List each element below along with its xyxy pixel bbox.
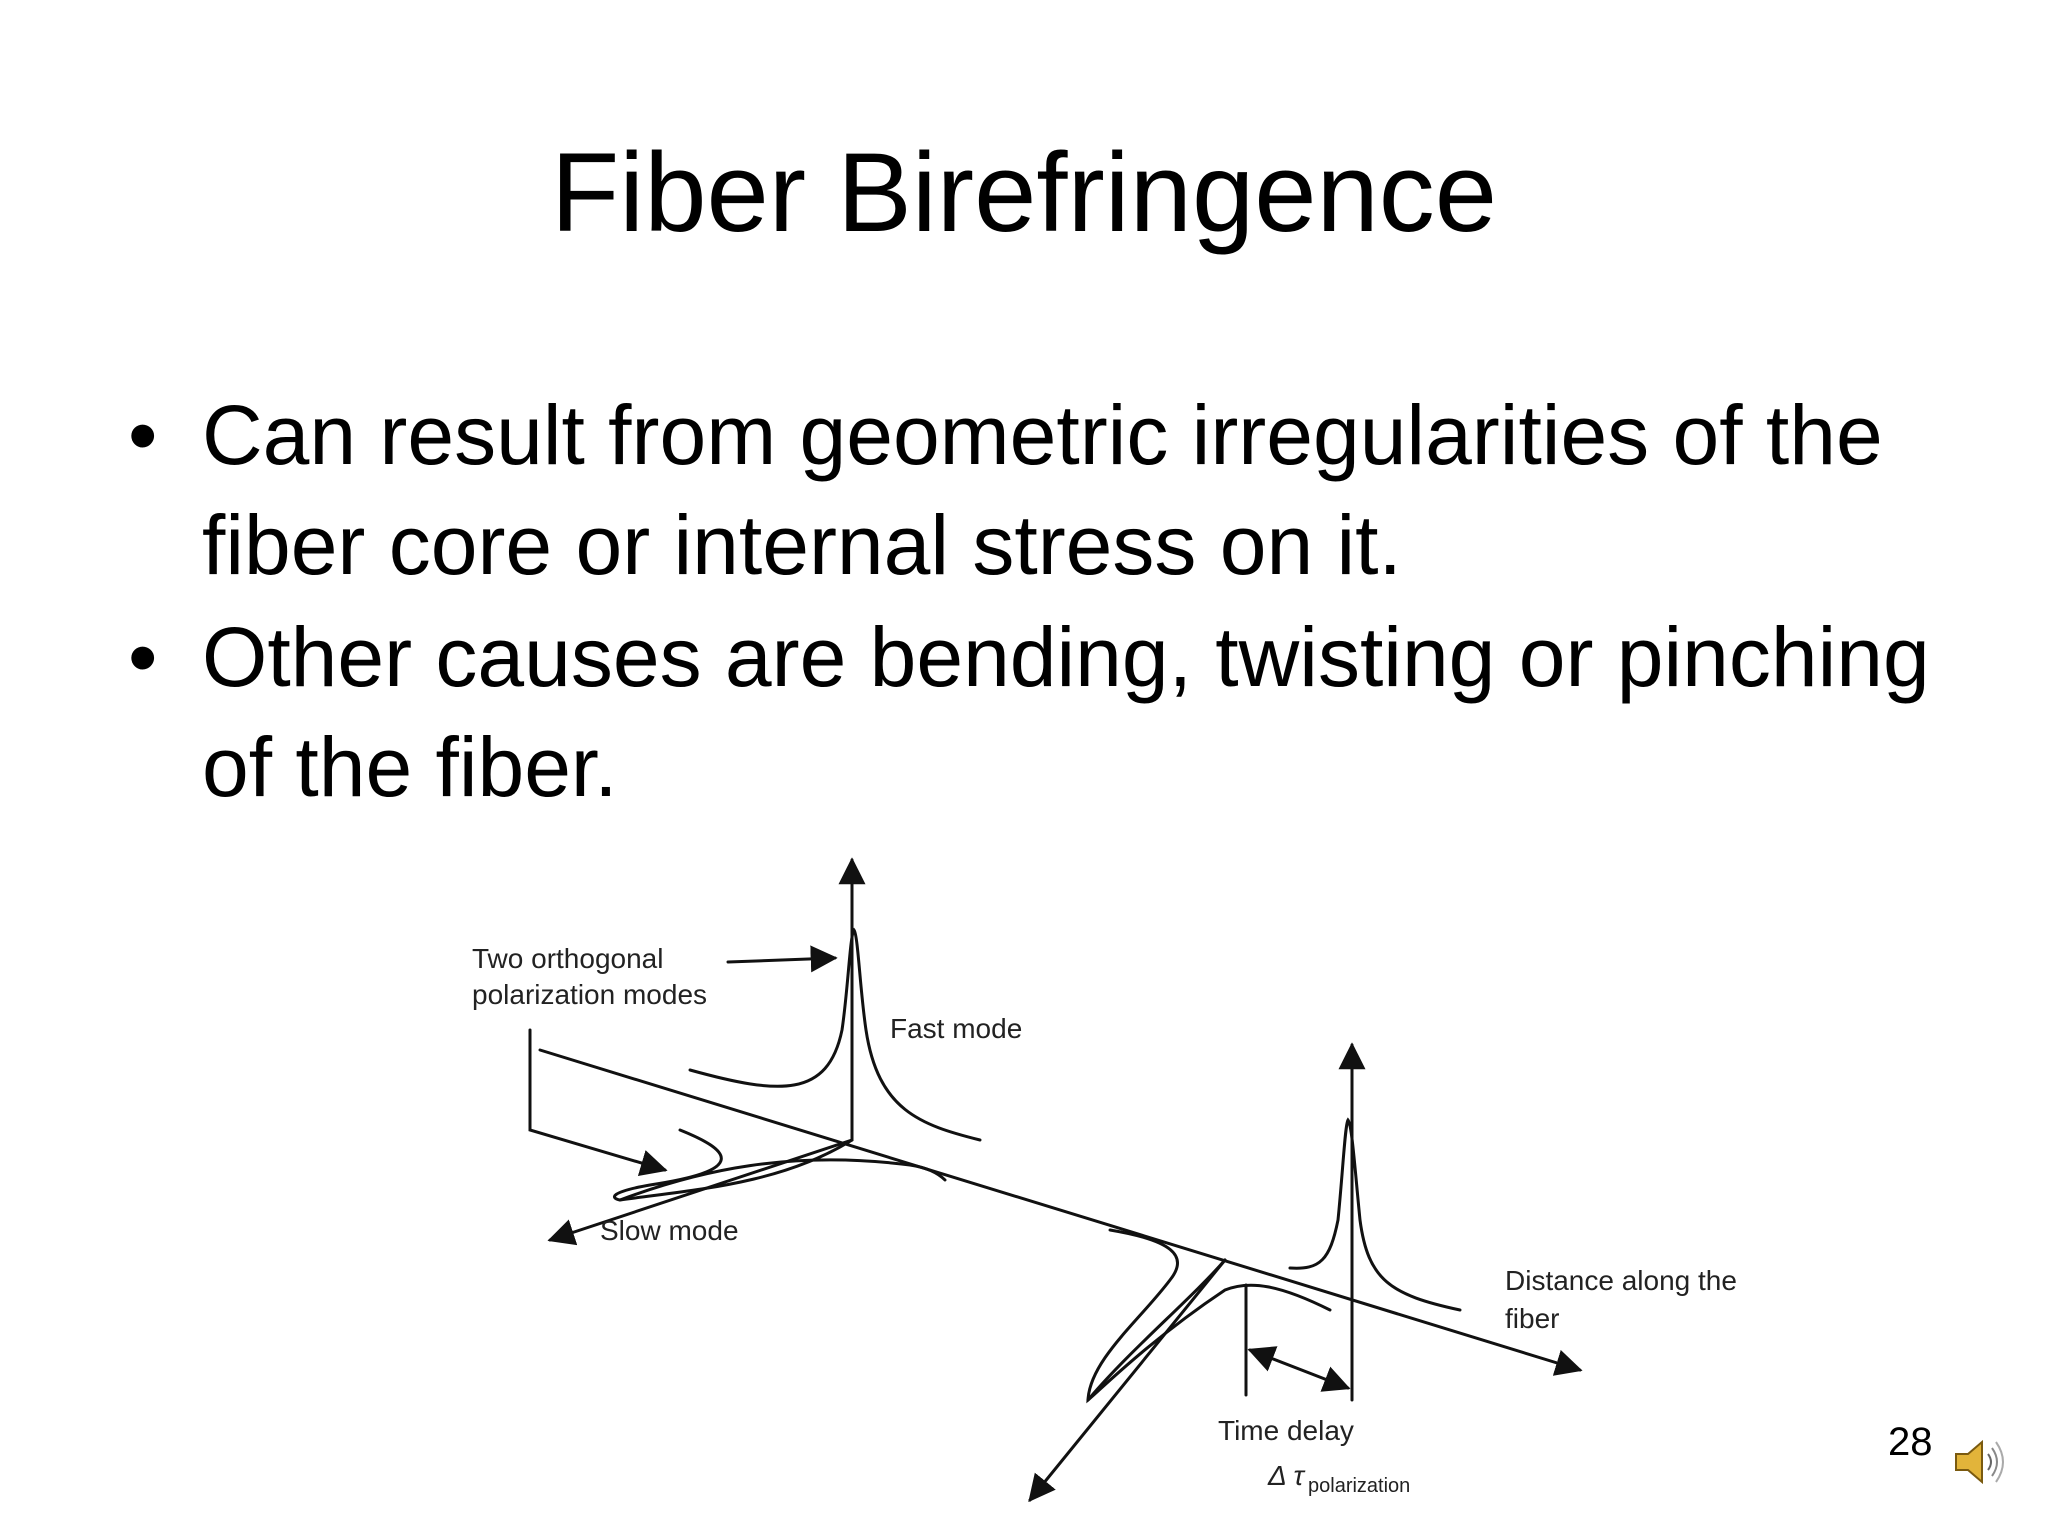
label-time-delay: Time delay <box>1218 1415 1354 1446</box>
page-number: 28 <box>1888 1420 1933 1464</box>
bullet-list: • Can result from geometric irregulariti… <box>128 380 1948 824</box>
slide-title: Fiber Birefringence <box>550 130 1498 255</box>
label-delta-subscript: polarization <box>1308 1475 1410 1497</box>
label-delta-tau: Δ τ <box>1267 1460 1306 1491</box>
distance-axis <box>538 1048 1583 1376</box>
bullet-item: • Can result from geometric irregulariti… <box>128 380 1948 600</box>
bullet-symbol: • <box>128 388 158 482</box>
label-modes-line2: polarization modes <box>472 979 707 1010</box>
modes-callout-arrow-top <box>726 945 838 973</box>
bullet-text: Can result from geometric irregularities… <box>202 388 1883 592</box>
modes-callout-arrow-bottom <box>528 1028 668 1177</box>
label-distance-line1: Distance along the <box>1505 1265 1737 1296</box>
fast-mode-pulse <box>688 927 982 1142</box>
time-delay-arrow <box>1247 1346 1351 1392</box>
birefringence-diagram: Two orthogonal polarization modes Fast m… <box>472 857 1737 1503</box>
label-slow-mode: Slow mode <box>600 1215 739 1246</box>
label-fast-mode: Fast mode <box>890 1013 1022 1044</box>
speaker-icon[interactable] <box>1948 1432 2008 1492</box>
bullet-text: Other causes are bending, twisting or pi… <box>202 610 1930 814</box>
label-distance-line2: fiber <box>1505 1303 1559 1334</box>
slow-mode-pulse <box>613 1128 947 1202</box>
bullet-item: • Other causes are bending, twisting or … <box>128 602 1948 822</box>
label-modes-line1: Two orthogonal <box>472 943 663 974</box>
second-fast-pulse <box>1288 1117 1462 1312</box>
bullet-symbol: • <box>128 610 158 704</box>
second-slow-axis <box>1028 1258 1227 1503</box>
